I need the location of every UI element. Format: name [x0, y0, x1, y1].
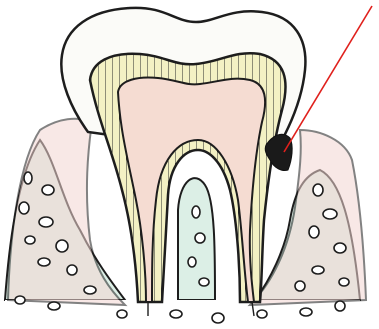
tooth-diagram — [0, 0, 379, 329]
tooth-cross-section-illustration — [0, 0, 379, 329]
